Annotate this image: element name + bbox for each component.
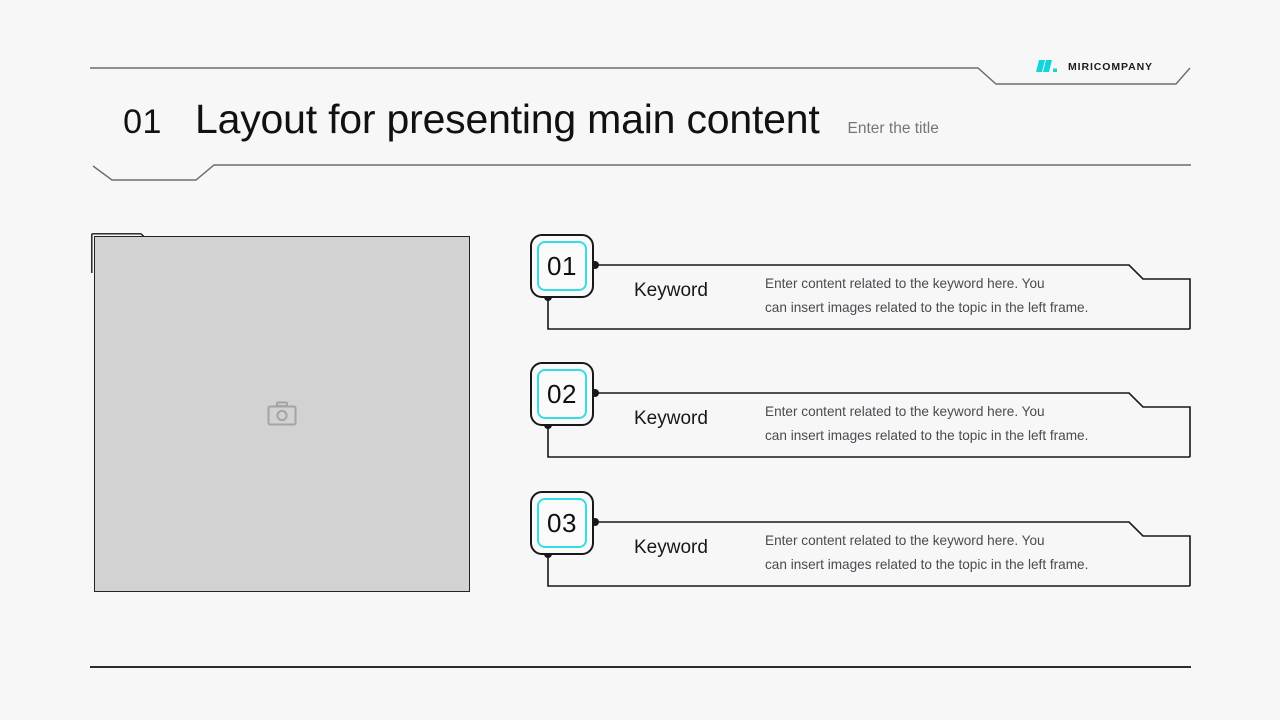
row-badge: 01 bbox=[530, 234, 594, 298]
row-body: Enter content related to the keyword her… bbox=[765, 272, 1175, 319]
row-body-line-1: Enter content related to the keyword her… bbox=[765, 533, 1045, 548]
row-badge-inner: 01 bbox=[537, 241, 587, 291]
row-body-line-2: can insert images related to the topic i… bbox=[765, 556, 1089, 572]
row-body: Enter content related to the keyword her… bbox=[765, 529, 1175, 576]
row-badge-inner: 02 bbox=[537, 369, 587, 419]
row-body: Enter content related to the keyword her… bbox=[765, 400, 1175, 447]
row-number: 01 bbox=[547, 251, 577, 281]
image-placeholder[interactable] bbox=[94, 236, 470, 592]
row-badge-inner: 03 bbox=[537, 498, 587, 548]
bottom-rule bbox=[90, 666, 1191, 668]
row-body-line-1: Enter content related to the keyword her… bbox=[765, 404, 1045, 419]
miricompany-logo-icon bbox=[1036, 60, 1057, 72]
page-title-number: 01 bbox=[123, 103, 162, 141]
camera-icon bbox=[267, 401, 297, 426]
row-body-line-1: Enter content related to the keyword her… bbox=[765, 276, 1045, 291]
row-number: 03 bbox=[547, 508, 577, 538]
row-badge: 03 bbox=[530, 491, 594, 555]
row-body-line-2: can insert images related to the topic i… bbox=[765, 427, 1089, 443]
content-row[interactable]: 02 Keyword Enter content related to the … bbox=[529, 360, 1191, 475]
page-title-text: Layout for presenting main content bbox=[195, 96, 820, 142]
row-keyword: Keyword bbox=[634, 537, 708, 558]
row-number: 02 bbox=[547, 379, 577, 409]
row-keyword: Keyword bbox=[634, 408, 708, 429]
brand-name: MIRICOMPANY bbox=[1068, 60, 1153, 73]
page-title: 01 Layout for presenting main content En… bbox=[90, 96, 1190, 152]
content-row[interactable]: 01 Keyword Enter content related to the … bbox=[529, 232, 1191, 347]
brand: MIRICOMPANY bbox=[1036, 59, 1153, 74]
row-badge: 02 bbox=[530, 362, 594, 426]
content-row[interactable]: 03 Keyword Enter content related to the … bbox=[529, 489, 1191, 604]
page-subtitle: Enter the title bbox=[847, 120, 939, 137]
row-body-line-2: can insert images related to the topic i… bbox=[765, 299, 1089, 315]
row-keyword: Keyword bbox=[634, 280, 708, 301]
